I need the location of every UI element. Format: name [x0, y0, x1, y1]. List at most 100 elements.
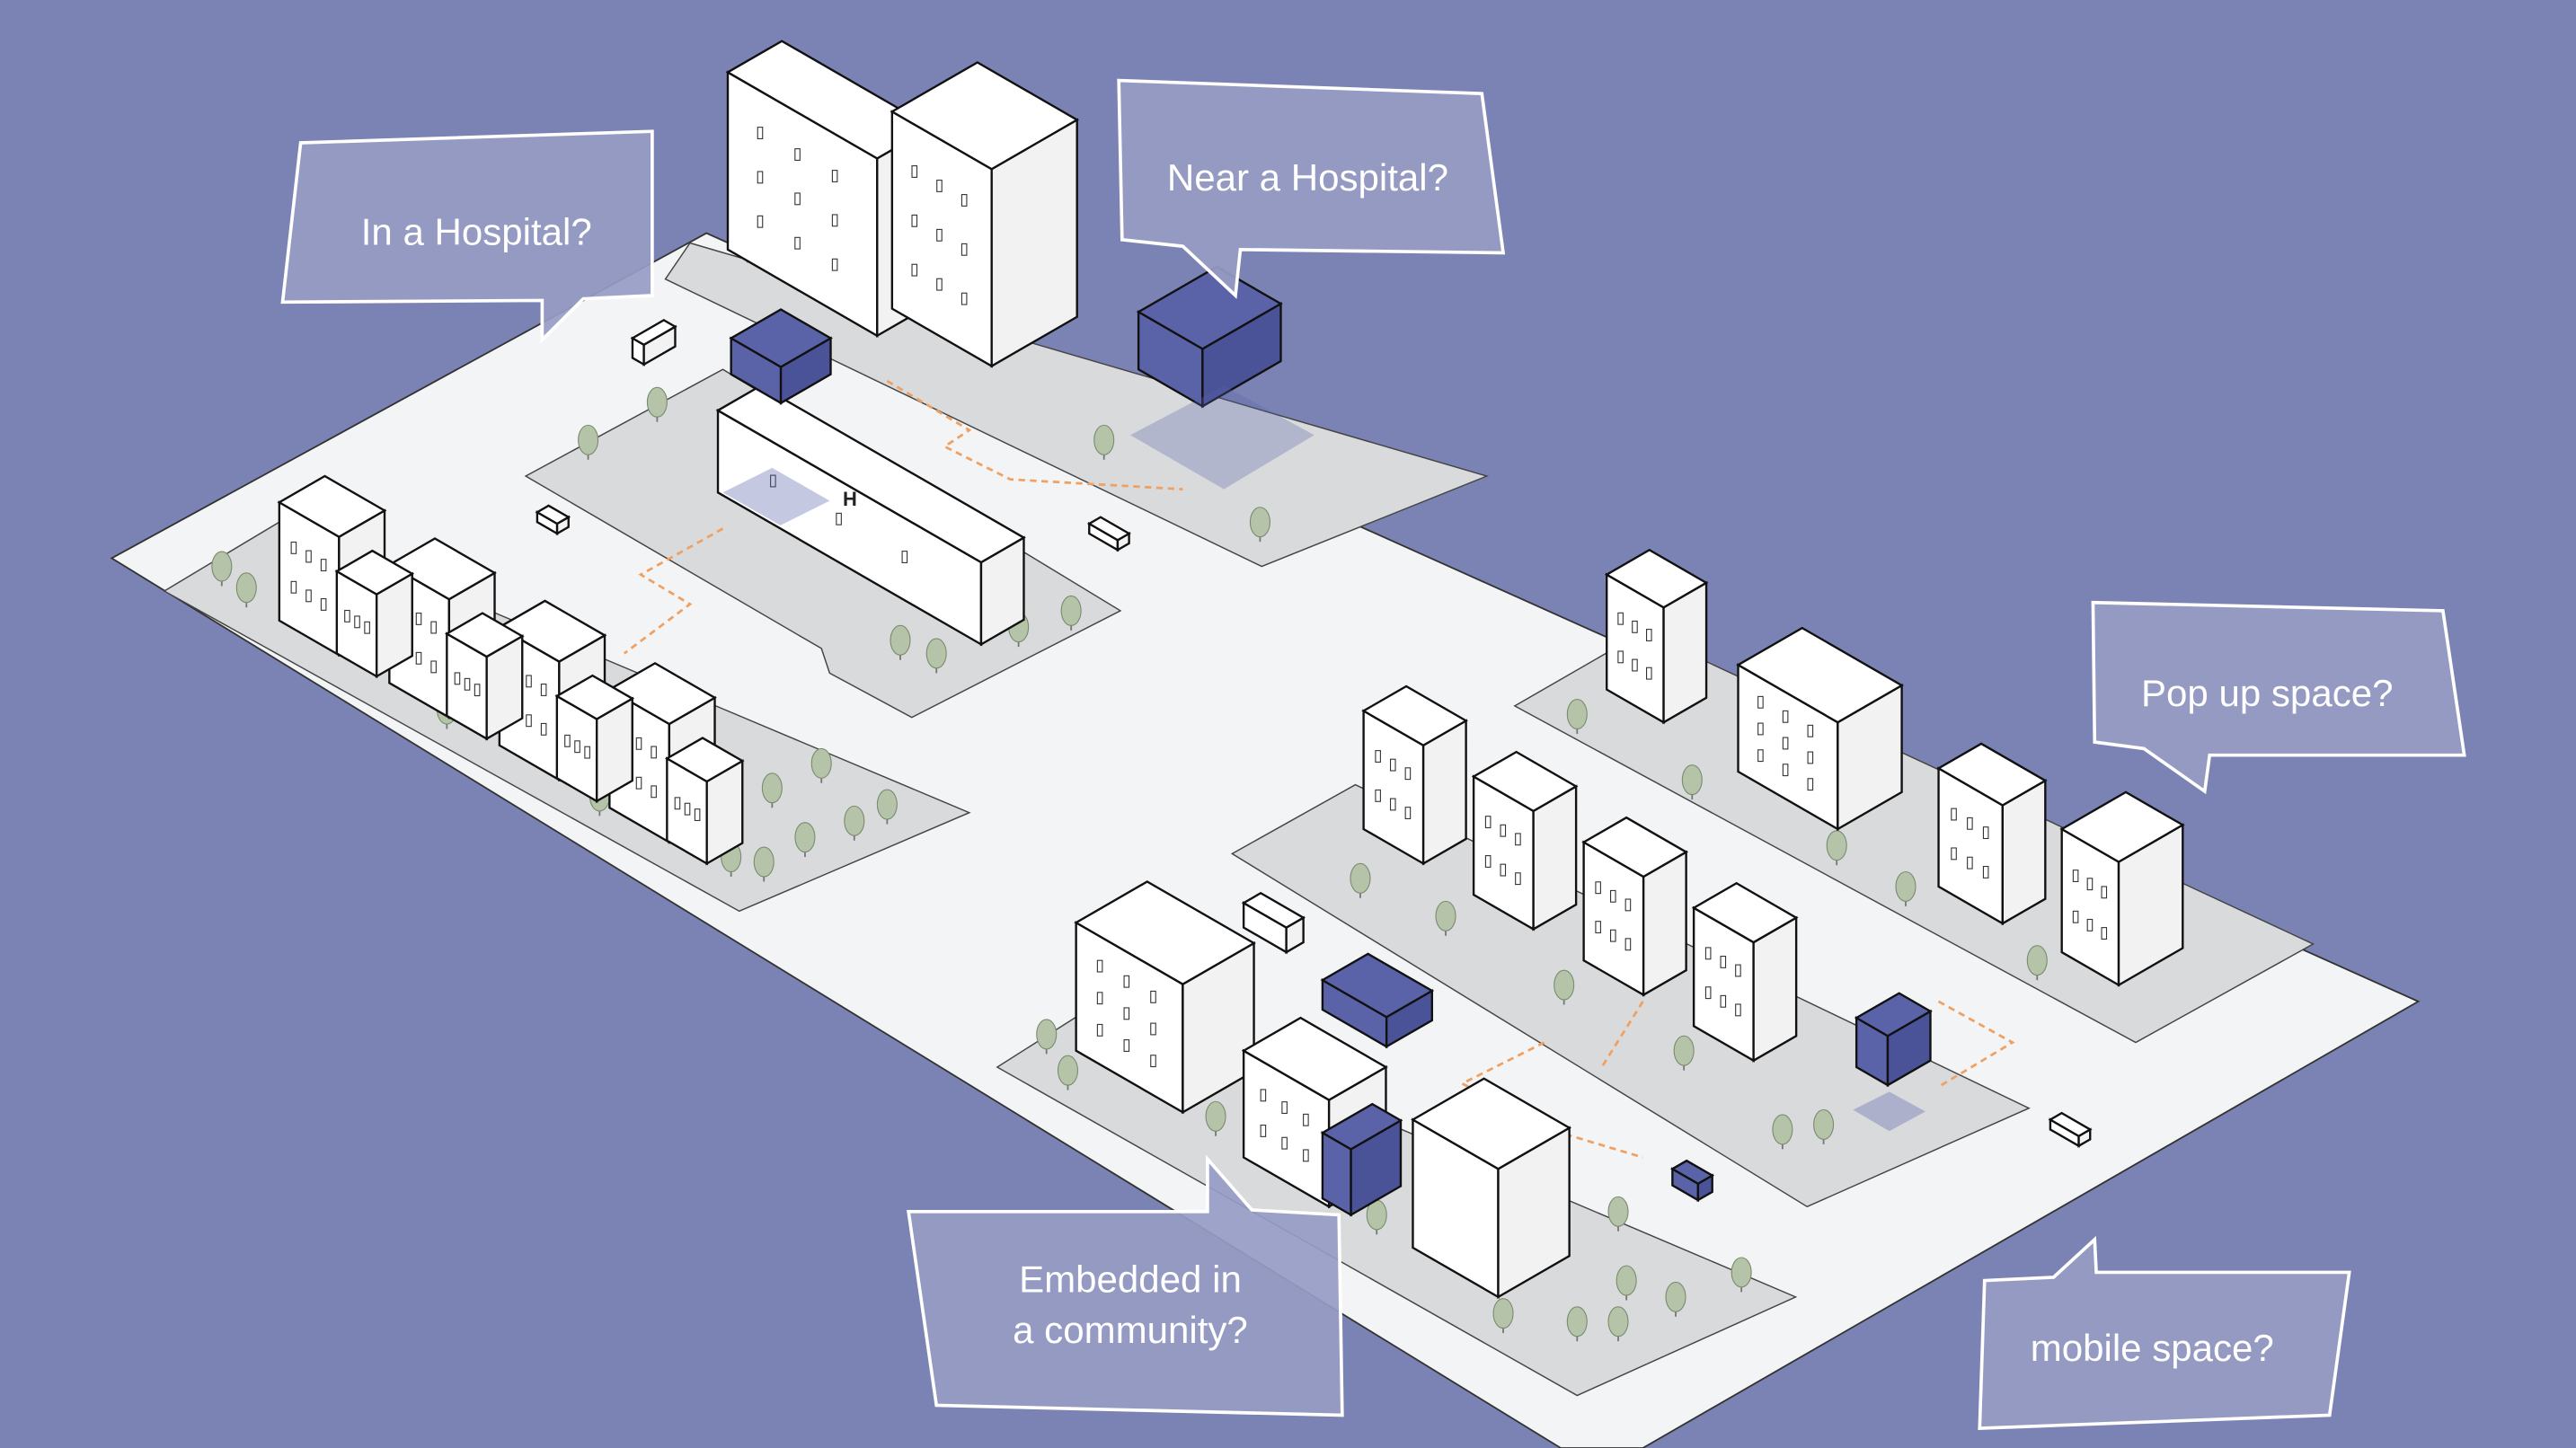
window [464, 677, 471, 691]
row-house [1691, 881, 1799, 1063]
window [794, 148, 801, 161]
window [1515, 872, 1521, 886]
warehouse-building [1411, 1077, 1572, 1299]
building-roof [1854, 992, 1933, 1037]
tree [1057, 1055, 1079, 1086]
window [1782, 764, 1789, 777]
window [1646, 667, 1652, 680]
window [1967, 856, 1973, 870]
bubble-near-hospital: Near a Hospital? [1117, 78, 1506, 299]
apartment-building [1074, 880, 1256, 1115]
tree [1731, 1257, 1752, 1288]
tree [2026, 945, 2048, 976]
tree [890, 624, 911, 656]
window [1632, 658, 1638, 672]
tree [1673, 1035, 1695, 1066]
window [584, 746, 590, 759]
in-hospital-unit [729, 308, 833, 405]
building-roof [2059, 790, 2185, 863]
row-house [1361, 684, 1468, 866]
window [1260, 1125, 1267, 1137]
window [1404, 807, 1412, 820]
tree [1607, 1196, 1629, 1227]
window [540, 684, 547, 696]
window [1982, 866, 1989, 879]
tree [810, 747, 832, 779]
window [2072, 910, 2079, 923]
row-house [1604, 548, 1709, 725]
window [1484, 816, 1492, 829]
window [694, 808, 701, 822]
window [430, 660, 437, 674]
window [454, 672, 461, 685]
window [1150, 1022, 1156, 1036]
tree [1435, 900, 1456, 931]
window [1515, 833, 1521, 846]
tree [1093, 424, 1115, 455]
window [831, 214, 838, 227]
window [1123, 975, 1130, 988]
window [911, 214, 918, 227]
window [936, 180, 943, 192]
building-roof [715, 384, 1026, 564]
window [1096, 992, 1103, 1005]
window [1484, 855, 1492, 868]
window [1720, 994, 1727, 1008]
hospital-sign: H [843, 488, 857, 510]
window [1757, 722, 1764, 736]
row-house [1936, 742, 2048, 926]
tree [1249, 507, 1270, 538]
tree [1492, 1298, 1514, 1329]
window [1967, 817, 1973, 830]
truck [630, 319, 677, 366]
window [651, 785, 657, 799]
window [1595, 921, 1601, 934]
building-roof [1074, 880, 1256, 986]
window [1150, 1055, 1156, 1068]
window [770, 474, 776, 488]
window [1609, 929, 1616, 942]
building-roof [1241, 1016, 1388, 1101]
window [1807, 724, 1814, 737]
window [2101, 927, 2108, 940]
window [1757, 749, 1764, 763]
building-roof [277, 474, 387, 539]
mobile-unit-van [1669, 1159, 1715, 1203]
tree [1772, 1114, 1793, 1145]
row-house-annex [554, 674, 635, 803]
bubble-mobile: mobile space? [1978, 1235, 2351, 1430]
building-roof [444, 612, 525, 658]
window [1500, 863, 1507, 877]
unit-footprint [1853, 1091, 1925, 1132]
building-roof [1241, 891, 1306, 930]
window [526, 714, 532, 728]
tree [1566, 1306, 1588, 1338]
window [1617, 650, 1624, 664]
building-roof [1136, 265, 1283, 350]
tree [1554, 969, 1575, 1001]
tree [211, 551, 233, 582]
window [1260, 1089, 1267, 1102]
window [415, 612, 422, 625]
building-roof [1086, 516, 1131, 542]
window [757, 127, 764, 139]
window [2086, 878, 2094, 891]
building-roof [1669, 1159, 1715, 1186]
tree [1813, 1108, 1835, 1140]
window [1303, 1113, 1309, 1126]
window [290, 580, 297, 594]
window [635, 776, 642, 790]
tree [1665, 1281, 1686, 1312]
window [757, 215, 764, 228]
building-roof [664, 737, 745, 783]
tree [1616, 1265, 1637, 1296]
window [564, 734, 571, 747]
building-roof [1604, 548, 1709, 609]
window [1609, 889, 1616, 903]
window [1500, 824, 1507, 837]
dashed-route [886, 379, 1183, 491]
tree [925, 638, 947, 669]
bubble-in-hospital-text: In a Hospital? [361, 210, 592, 252]
window [320, 598, 327, 611]
